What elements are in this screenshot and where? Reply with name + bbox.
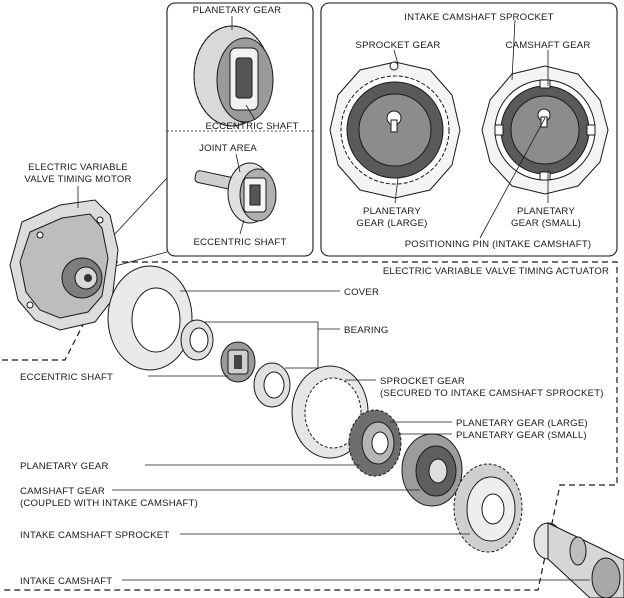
leader-joint-area [235, 153, 241, 173]
planetary-gear-detail-illustration [193, 25, 274, 127]
leader-eccentric-shaft-bottom [239, 219, 245, 235]
label-planetary-gear-top: PLANETARY GEAR [193, 5, 282, 16]
planetary-gear-part [348, 409, 402, 477]
sprocket-gear-part [291, 365, 369, 459]
actuator-boundary [2, 261, 618, 591]
leader-planetary-large [394, 177, 399, 204]
leader-bearing [205, 321, 319, 369]
label-eccentric-shaft-bottom: ECCENTRIC SHAFT [193, 237, 286, 248]
bearing-part-2 [253, 362, 291, 408]
leader-positioning-pin [479, 117, 546, 239]
label-sprocket-gear: SPROCKET GEAR [355, 40, 440, 51]
eccentric-shaft-part [220, 341, 256, 383]
label-planetary-small-callout: PLANETARY GEAR (SMALL) [456, 430, 587, 441]
label-camshaft-gear-2: (COUPLED WITH INTAKE CAMSHAFT) [20, 498, 198, 509]
label-cover: COVER [344, 287, 379, 298]
label-motor-line2: VALVE TIMING MOTOR [24, 174, 131, 185]
label-motor-line1: ELECTRIC VARIABLE [28, 162, 128, 173]
label-planetary-small-2: GEAR (SMALL) [511, 218, 581, 229]
label-sprocket-gear-1: SPROCKET GEAR [380, 376, 465, 387]
label-planetary-large-callout: PLANETARY GEAR (LARGE) [456, 418, 588, 429]
label-actuator-title: ELECTRIC VARIABLE VALVE TIMING ACTUATOR [383, 266, 609, 277]
label-sprocket-gear-2: (SECURED TO INTAKE CAMSHAFT SPROCKET) [380, 388, 604, 399]
label-joint-area: JOINT AREA [199, 143, 257, 154]
label-planetary-large-2: GEAR (LARGE) [356, 218, 427, 229]
camshaft-gear-part [401, 433, 463, 507]
leader-sprocket-gear [393, 49, 399, 65]
leader-intake-camshaft-sprocket [511, 19, 516, 81]
camshaft-gear-small-illustration [481, 65, 609, 195]
joint-area-illustration [194, 162, 277, 224]
connector-line-lower [107, 251, 168, 269]
sprocket-gear-large-illustration [329, 61, 461, 199]
label-intake-camshaft-sprocket-detail: INTAKE CAMSHAFT SPROCKET [404, 12, 553, 23]
label-planetary-large-1: PLANETARY [363, 206, 421, 217]
leader-eccentric-shaft-top [245, 104, 256, 121]
label-intake-camshaft-sprocket: INTAKE CAMSHAFT SPROCKET [20, 530, 169, 541]
intake-camshaft-sprocket-part [453, 463, 523, 553]
label-intake-camshaft: INTAKE CAMSHAFT [20, 576, 112, 587]
label-eccentric-shaft: ECCENTRIC SHAFT [20, 372, 113, 383]
label-planetary-gear: PLANETARY GEAR [20, 461, 109, 472]
electric-vvt-motor [9, 199, 119, 331]
cover-part [107, 265, 193, 371]
bearing-part-1 [180, 319, 214, 361]
intake-camshaft-part [533, 522, 624, 598]
label-bearing: BEARING [344, 325, 389, 336]
label-planetary-small-1: PLANETARY [517, 206, 575, 217]
label-eccentric-shaft-top: ECCENTRIC SHAFT [205, 121, 298, 132]
label-positioning-pin: POSITIONING PIN (INTAKE CAMSHAFT) [405, 239, 592, 250]
label-camshaft-gear-1: CAMSHAFT GEAR [20, 486, 105, 497]
label-camshaft-gear-detail: CAMSHAFT GEAR [505, 40, 590, 51]
